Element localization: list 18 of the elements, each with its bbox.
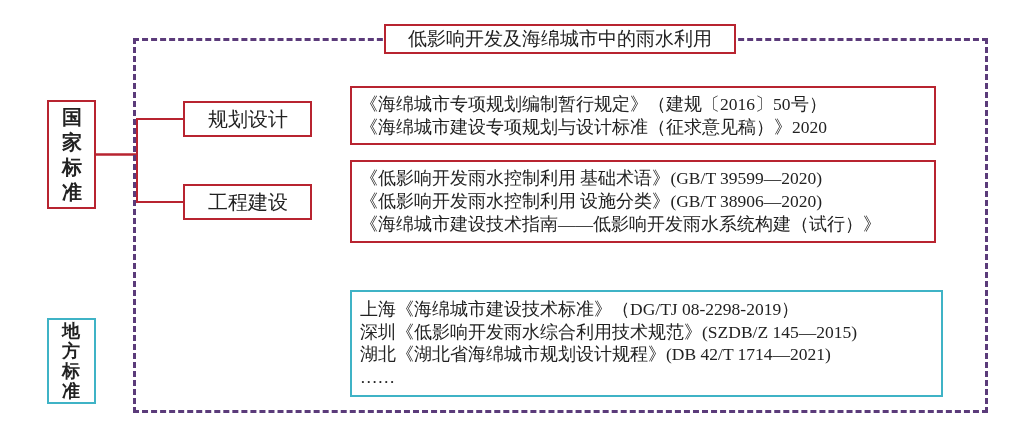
category-box: 国家标准 (47, 100, 96, 209)
standard-entry: …… (360, 365, 396, 388)
standard-entry: 《低影响开发雨水控制利用 设施分类》(GB/T 38906—2020) (360, 190, 824, 213)
standard-entry: 上海《海绵城市建设技术标准》（DG/TJ 08-2298-2019） (360, 298, 801, 321)
standards-box (350, 290, 943, 397)
standard-entry: 《海绵城市专项规划编制暂行规定》（建规〔2016〕50号） (360, 93, 828, 116)
process-box: 工程建设 (183, 184, 312, 220)
standard-entry: 《海绵城市建设专项规划与设计标准（征求意见稿）》2020 (360, 116, 828, 139)
standard-entry: 湖北《湖北省海绵城市规划设计规程》(DB 42/T 1714—2021) (360, 343, 832, 366)
connector-line (95, 153, 184, 203)
heading-box: 低影响开发及海绵城市中的雨水利用 (384, 24, 736, 54)
standard-entry: 深圳《低影响开发雨水综合利用技术规范》(SZDB/Z 145—2015) (360, 320, 859, 343)
standard-entry: 《海绵城市建设技术指南——低影响开发雨水系统构建（试行）》 (360, 213, 882, 236)
standards-box (350, 86, 936, 145)
standard-entry: 《低影响开发雨水控制利用 基础术语》(GB/T 39599—2020) (360, 167, 824, 190)
standards-box (350, 160, 936, 243)
category-box: 地方标准 (47, 318, 96, 404)
process-box: 规划设计 (183, 101, 312, 137)
